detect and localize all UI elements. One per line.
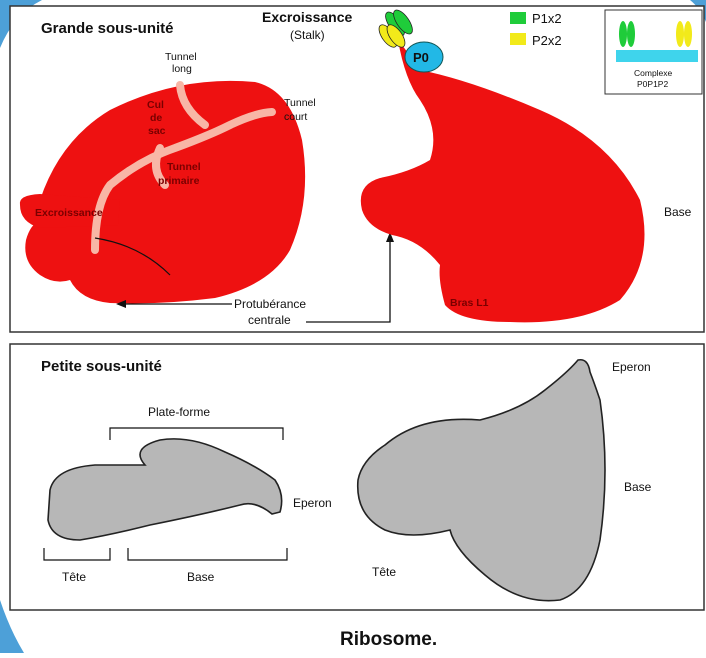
protuberance-label-2: centrale	[248, 313, 291, 327]
tunnel-long-label-1: Tunnel	[165, 51, 197, 63]
cul-de-sac-label-2: de	[150, 112, 162, 124]
stalk-sub-label: (Stalk)	[290, 28, 325, 42]
cul-de-sac-label-3: sac	[148, 125, 166, 137]
tunnel-court-label-1: Tunnel	[284, 97, 316, 109]
tete-left-label: Tête	[62, 570, 86, 584]
inset-base	[616, 50, 698, 62]
eperon-left-label: Eperon	[293, 496, 332, 510]
protuberance-label-1: Protubérance	[234, 297, 306, 311]
tunnel-long-label-2: long	[172, 63, 192, 75]
stalk-label: Excroissance	[262, 9, 352, 25]
inset-label-2: P0P1P2	[637, 79, 668, 89]
tunnel-court-label-2: court	[284, 111, 307, 123]
figure-caption: Ribosome.	[340, 629, 437, 650]
tete-right-label: Tête	[372, 565, 396, 579]
large-subunit-title: Grande sous-unité	[41, 20, 174, 37]
inset-p2-1	[676, 21, 684, 47]
tunnel-primary-label-1: Tunnel	[167, 161, 201, 173]
bras-l1-label: Bras L1	[450, 297, 489, 309]
cul-de-sac-label-1: Cul	[147, 99, 164, 111]
legend-p2-label: P2x2	[532, 33, 562, 48]
p0p1p2-complex-inset: Complexe P0P1P2	[605, 10, 702, 94]
inset-p1-1	[619, 21, 627, 47]
legend-p1-swatch	[510, 12, 526, 24]
eperon-right-label: Eperon	[612, 360, 651, 374]
plate-forme-label: Plate-forme	[148, 405, 210, 419]
tunnel-primary-label-2: primaire	[158, 175, 200, 187]
crown-base-label: Base	[664, 205, 692, 219]
legend-p1-label: P1x2	[532, 11, 562, 26]
base-right-label: Base	[624, 480, 652, 494]
legend-p2-swatch	[510, 33, 526, 45]
inset-p1-2	[627, 21, 635, 47]
base-left-label: Base	[187, 570, 215, 584]
inset-label-1: Complexe	[634, 68, 673, 78]
small-subunit-title: Petite sous-unité	[41, 358, 162, 375]
inset-p2-2	[684, 21, 692, 47]
excroissance-left-label: Excroissance	[35, 207, 103, 219]
p0-label: P0	[413, 50, 429, 65]
